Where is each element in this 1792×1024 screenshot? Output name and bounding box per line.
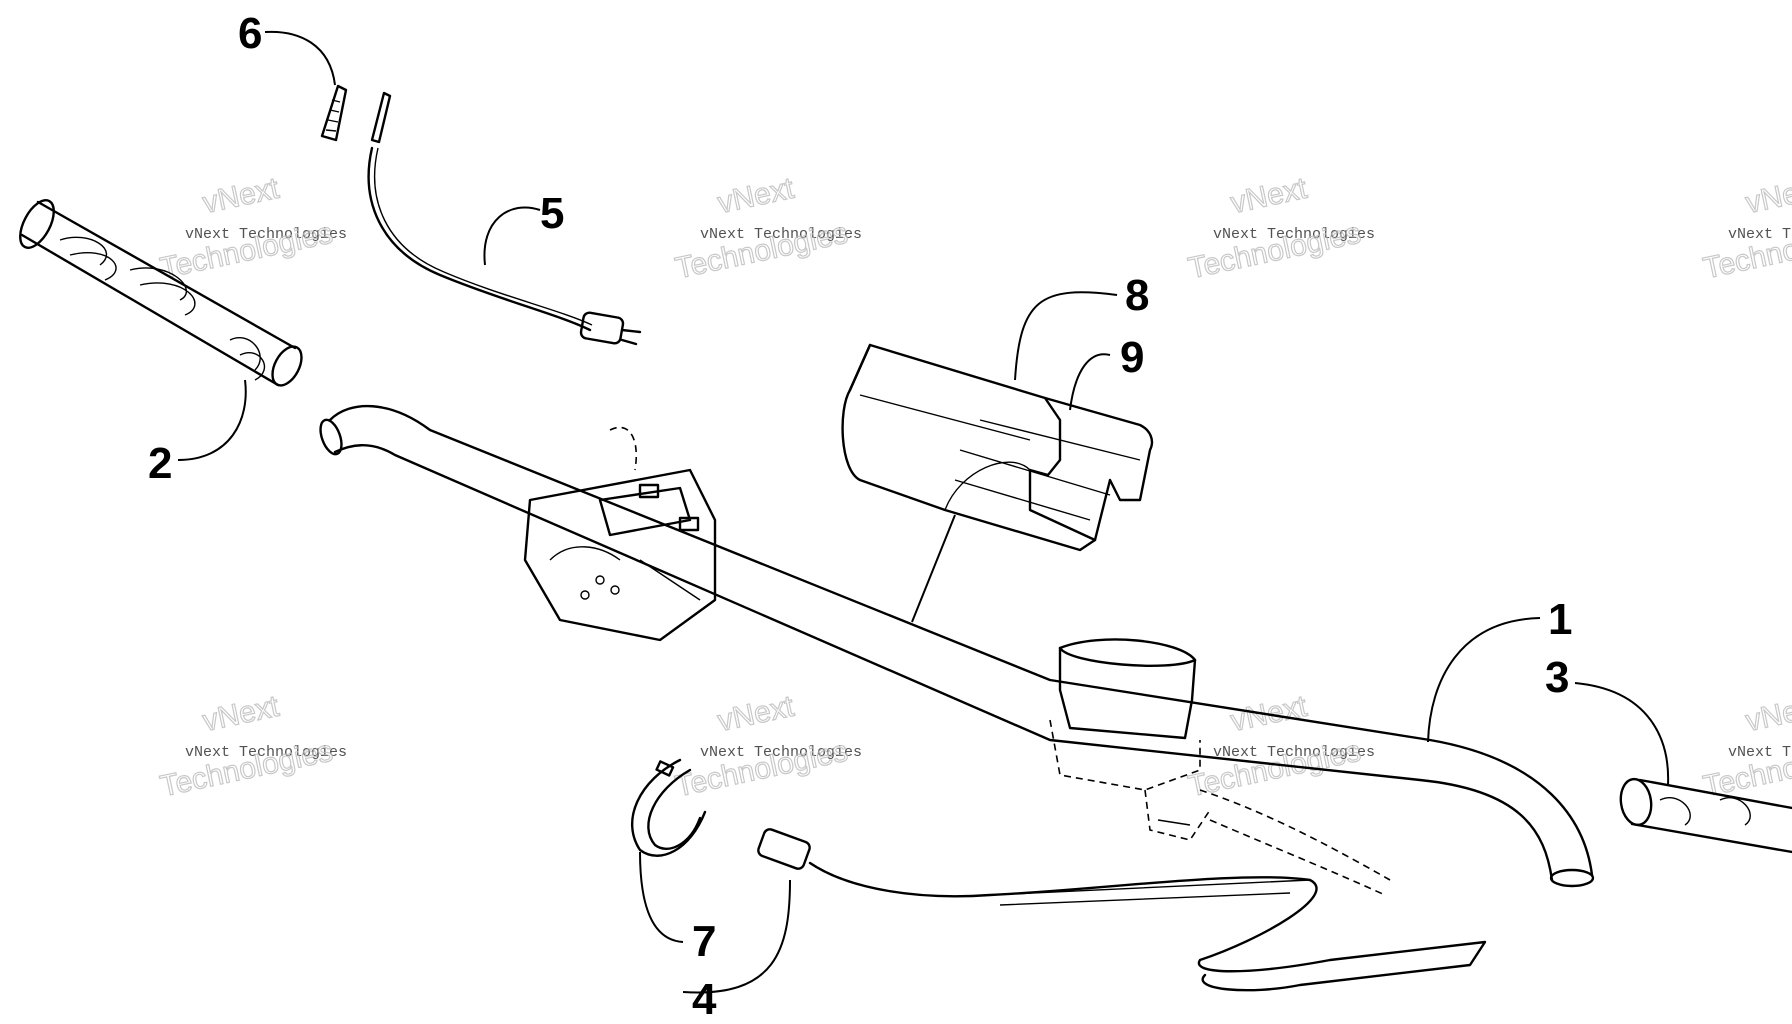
watermark: vNext vNext Technologies Technologies [1700, 171, 1792, 286]
watermark: vNext vNext Technologies Technologies [672, 689, 862, 804]
svg-text:vNext Technologies: vNext Technologies [185, 226, 347, 243]
watermark-group: vNext vNext Technologies Technologies vN… [157, 171, 1792, 804]
callout-8: 8 [1125, 271, 1149, 320]
callout-6: 6 [238, 9, 262, 58]
svg-text:vNext Technologies: vNext Technologies [185, 744, 347, 761]
right-grip [1619, 777, 1792, 854]
leader-5 [483, 206, 541, 266]
svg-text:vNext: vNext [1228, 172, 1311, 220]
left-grip [19, 199, 303, 387]
callout-4: 4 [692, 975, 717, 1024]
watermark: vNext vNext Technologies Technologies [157, 171, 347, 286]
watermark: vNext vNext Technologies Technologies [157, 689, 347, 804]
watermark: vNext vNext Technologies Technologies [672, 171, 862, 286]
callout-1: 1 [1548, 595, 1572, 644]
callout-leaders [177, 30, 1670, 994]
watermark: vNext vNext Technologies Technologies [1185, 171, 1375, 286]
svg-text:vNext: vNext [715, 690, 798, 738]
leader-3 [1574, 682, 1670, 786]
brake-master-cylinder [1049, 638, 1391, 896]
leader-9 [1069, 353, 1111, 411]
svg-text:vNext: vNext [200, 690, 283, 738]
heater-wire-upper [367, 91, 642, 346]
clamp-band [630, 758, 707, 857]
svg-text:vNext: vNext [1743, 172, 1792, 220]
leader-2 [177, 379, 247, 461]
handlebar-pad [841, 343, 1154, 623]
leader-4 [682, 879, 791, 994]
leader-1 [1427, 617, 1541, 743]
leader-7 [639, 851, 684, 943]
callout-labels: 1 2 3 4 5 6 7 8 9 [148, 9, 1572, 1024]
heater-wire-lower [757, 828, 1487, 992]
svg-text:vNext: vNext [715, 172, 798, 220]
svg-text:vNext Technologies: vNext Technologies [1213, 226, 1375, 243]
svg-text:vNext Technologies: vNext Technologies [700, 226, 862, 243]
left-switch-housing [523, 426, 717, 642]
callout-7: 7 [692, 917, 716, 966]
callout-5: 5 [540, 189, 564, 238]
handlebar [319, 404, 1595, 888]
watermark: vNext vNext Technologies Technologies [1700, 689, 1792, 804]
svg-text:vNext Technologies: vNext Technologies [1728, 744, 1792, 761]
callout-3: 3 [1545, 653, 1569, 702]
callout-9: 9 [1120, 333, 1144, 382]
leader-6 [264, 30, 336, 86]
leader-8 [1014, 291, 1118, 381]
svg-text:vNext Technologies: vNext Technologies [700, 744, 862, 761]
svg-text:vNext Technologies: vNext Technologies [1728, 226, 1792, 243]
svg-text:vNext Technologies: vNext Technologies [1213, 744, 1375, 761]
svg-text:vNext: vNext [200, 172, 283, 220]
svg-text:vNext: vNext [1743, 690, 1792, 738]
heater-pad [320, 84, 348, 142]
callout-2: 2 [148, 439, 172, 488]
